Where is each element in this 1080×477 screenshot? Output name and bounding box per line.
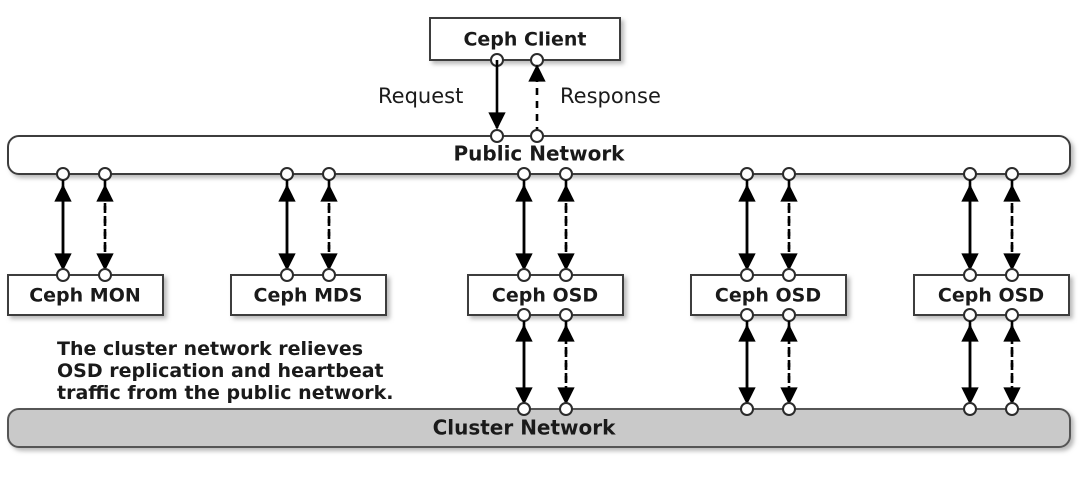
- ceph-mds-node[interactable]: Ceph MDS: [230, 268, 387, 316]
- ceph-osd-1-label: Ceph OSD: [492, 285, 598, 307]
- public-port-mon-solid: [56, 167, 70, 181]
- osd3-top-port-dashed: [1005, 268, 1019, 282]
- public-port-osd1-solid: [517, 167, 531, 181]
- public-top-port-request: [490, 129, 504, 143]
- cluster-port-osd1-solid: [517, 402, 531, 416]
- public-port-osd1-dashed: [559, 167, 573, 181]
- osd1-bottom-port-dashed: [559, 308, 573, 322]
- cluster-network-label: Cluster Network: [433, 416, 617, 440]
- ceph-osd-3-node[interactable]: Ceph OSD: [913, 268, 1070, 322]
- osd3-bottom-port-dashed: [1005, 308, 1019, 322]
- cluster-port-osd2-dashed: [782, 402, 796, 416]
- osd1-bottom-port-solid: [517, 308, 531, 322]
- ceph-client-node[interactable]: Ceph Client: [429, 17, 621, 67]
- request-label: Request: [378, 84, 463, 108]
- osd2-bottom-port-solid: [740, 308, 754, 322]
- osd3-bottom-port-solid: [963, 308, 977, 322]
- ceph-osd-1-node[interactable]: Ceph OSD: [467, 268, 624, 322]
- ceph-mds-box[interactable]: [230, 274, 387, 316]
- cluster-port-osd3-dashed: [1005, 402, 1019, 416]
- public-port-mon-dashed: [98, 167, 112, 181]
- public-port-osd3-dashed: [1005, 167, 1019, 181]
- cluster-port-osd1-dashed: [559, 402, 573, 416]
- mds-top-port-solid: [280, 268, 294, 282]
- ceph-osd-3-box[interactable]: [913, 274, 1070, 316]
- osd2-bottom-port-dashed: [782, 308, 796, 322]
- osd2-top-port-dashed: [782, 268, 796, 282]
- osd1-top-port-dashed: [559, 268, 573, 282]
- client-port-response: [530, 53, 544, 67]
- public-port-mds-dashed: [322, 167, 336, 181]
- public-top-port-response: [530, 129, 544, 143]
- cluster-network-rect[interactable]: [7, 408, 1071, 448]
- mon-top-port-solid: [56, 268, 70, 282]
- ceph-mds-label: Ceph MDS: [254, 285, 363, 307]
- public-network-label: Public Network: [454, 142, 626, 166]
- ceph-mon-box[interactable]: [7, 274, 164, 316]
- osd3-top-port-solid: [963, 268, 977, 282]
- ceph-osd-1-box[interactable]: [467, 274, 624, 316]
- mon-top-port-dashed: [98, 268, 112, 282]
- cluster-network-bar[interactable]: Cluster Network: [7, 402, 1071, 448]
- ceph-mon-label: Ceph MON: [29, 285, 141, 307]
- osd1-top-port-solid: [517, 268, 531, 282]
- mds-top-port-dashed: [322, 268, 336, 282]
- public-network-bar[interactable]: Public Network: [7, 129, 1071, 181]
- cluster-port-osd2-solid: [740, 402, 754, 416]
- public-port-mds-solid: [280, 167, 294, 181]
- ceph-osd-3-label: Ceph OSD: [938, 285, 1044, 307]
- cluster-port-osd3-solid: [963, 402, 977, 416]
- public-port-osd2-solid: [740, 167, 754, 181]
- ceph-osd-2-node[interactable]: Ceph OSD: [690, 268, 847, 322]
- response-label: Response: [560, 84, 661, 108]
- ceph-client-box[interactable]: [429, 17, 621, 61]
- ceph-mon-node[interactable]: Ceph MON: [7, 268, 164, 316]
- ceph-client-label: Ceph Client: [463, 29, 586, 51]
- note-line-3: traffic from the public network.: [57, 382, 394, 404]
- cluster-osd-links: [515, 321, 1021, 409]
- public-daemon-links: [54, 180, 1021, 275]
- note-line-2: OSD replication and heartbeat: [57, 360, 384, 382]
- ceph-osd-2-box[interactable]: [690, 274, 847, 316]
- cluster-network-note: The cluster network relieves OSD replica…: [57, 338, 394, 404]
- public-port-osd2-dashed: [782, 167, 796, 181]
- osd2-top-port-solid: [740, 268, 754, 282]
- client-public-links: [488, 60, 546, 134]
- ceph-osd-2-label: Ceph OSD: [715, 285, 821, 307]
- note-line-1: The cluster network relieves: [57, 338, 363, 360]
- public-port-osd3-solid: [963, 167, 977, 181]
